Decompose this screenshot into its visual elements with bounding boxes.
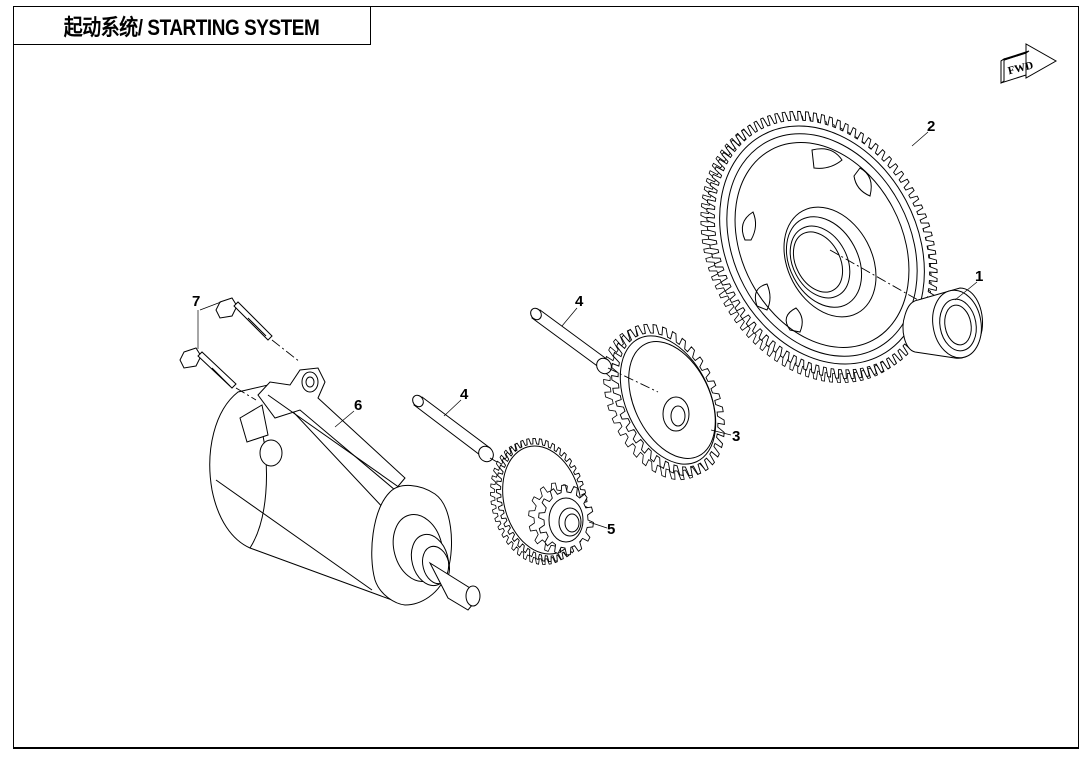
callout-3: 3 xyxy=(732,428,740,445)
forward-arrow-icon: FWD xyxy=(1000,43,1058,84)
callout-4-lower: 4 xyxy=(460,386,469,403)
needle-roller-bearing xyxy=(902,287,984,359)
callout-5: 5 xyxy=(607,521,615,538)
callout-1: 1 xyxy=(975,268,983,285)
callout-2: 2 xyxy=(927,118,935,135)
idler-gear-shaft-lower xyxy=(412,394,494,463)
starter-driven-gear xyxy=(700,110,938,384)
double-idler-gear xyxy=(490,437,594,565)
bolt-upper xyxy=(215,297,301,363)
idler-gear-shaft-upper xyxy=(530,307,612,375)
flange-bolts xyxy=(179,297,301,401)
drawing-frame xyxy=(13,6,1079,749)
callout-6: 6 xyxy=(354,397,362,414)
callout-7: 7 xyxy=(192,293,200,310)
starter-motor xyxy=(209,367,481,611)
bolt-lower xyxy=(179,347,257,401)
title-box: 起动系统/ STARTING SYSTEM xyxy=(13,6,371,45)
idler-gear xyxy=(603,323,725,481)
callouts: 2 1 4 4 3 5 6 7 xyxy=(192,118,983,538)
callout-4-upper: 4 xyxy=(575,293,584,310)
page-title: 起动系统/ STARTING SYSTEM xyxy=(64,14,320,40)
